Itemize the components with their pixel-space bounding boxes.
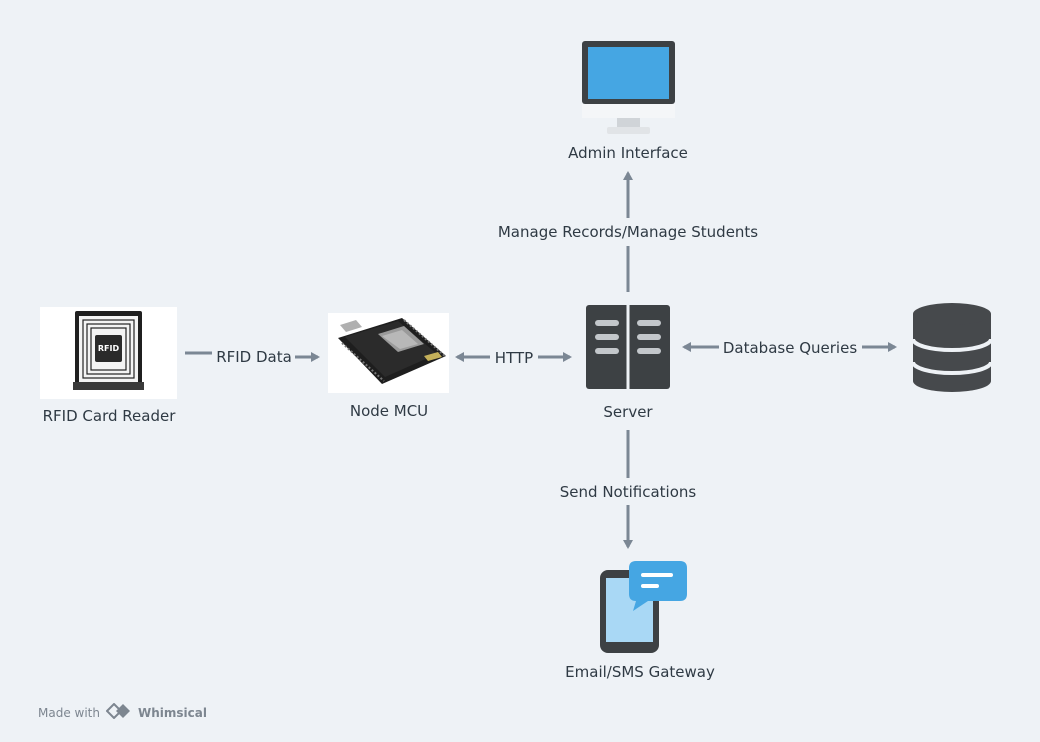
node-mcu-board-icon [328, 313, 449, 393]
whimsical-logo-icon [105, 702, 132, 722]
node-mcu-label: Node MCU [349, 402, 429, 420]
admin-interface-label: Admin Interface [568, 144, 688, 162]
rfid-card-text: RFID [98, 344, 120, 353]
email-sms-gateway-label: Email/SMS Gateway [565, 663, 715, 681]
rfid-card-reader-icon: RFID [40, 307, 177, 399]
edge-label-send-notifications: Send Notifications [557, 483, 699, 501]
made-with-text: Made with [38, 705, 100, 720]
whimsical-brand-text: Whimsical [137, 705, 207, 720]
server-icon [586, 305, 670, 389]
rfid-card-reader-label: RFID Card Reader [42, 407, 176, 425]
made-with-footer[interactable]: Made with Whimsical [38, 702, 207, 722]
edge-label-rfid-data: RFID Data [214, 348, 294, 366]
edge-label-database-queries: Database Queries [720, 339, 860, 357]
edge-label-manage-records: Manage Records/Manage Students [495, 223, 761, 241]
monitor-icon [582, 41, 675, 134]
server-label: Server [603, 403, 653, 421]
edge-label-http: HTTP [492, 349, 536, 367]
phone-message-icon [600, 561, 687, 653]
database-icon [911, 303, 993, 392]
